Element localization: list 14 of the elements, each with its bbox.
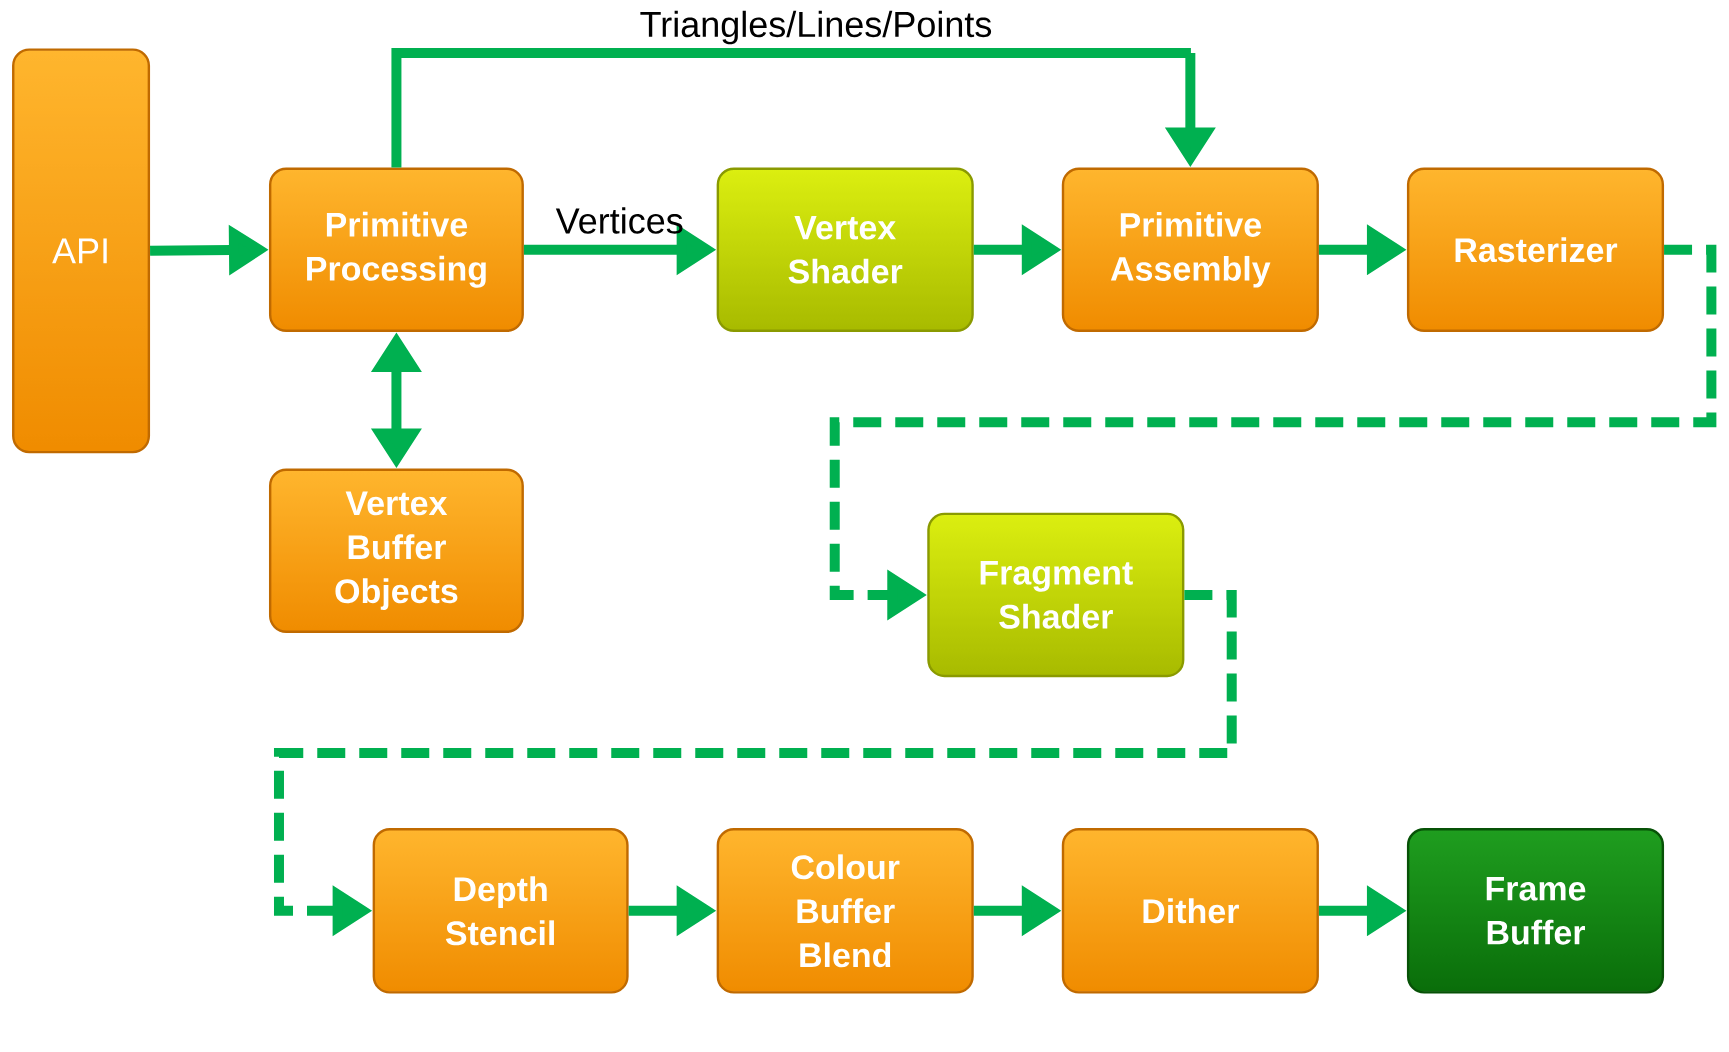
process-box: Rasterizer bbox=[1406, 167, 1665, 333]
process-box: Vertex Buffer Objects bbox=[268, 468, 524, 634]
process-box: Dither bbox=[1061, 828, 1319, 994]
edge-label: Vertices bbox=[555, 207, 683, 234]
shader-box: Vertex Shader bbox=[716, 167, 974, 333]
process-box: Primitive Processing bbox=[268, 167, 524, 333]
api-box: API bbox=[12, 48, 151, 454]
edge-label: Triangles/Lines/Points bbox=[640, 10, 992, 45]
process-box: Primitive Assembly bbox=[1061, 167, 1319, 333]
process-box: Depth Stencil bbox=[372, 828, 629, 994]
arrow bbox=[391, 47, 1216, 168]
shader-box: Fragment Shader bbox=[927, 512, 1185, 678]
process-box: Colour Buffer Blend bbox=[716, 828, 974, 994]
output-box: Frame Buffer bbox=[1406, 828, 1665, 994]
